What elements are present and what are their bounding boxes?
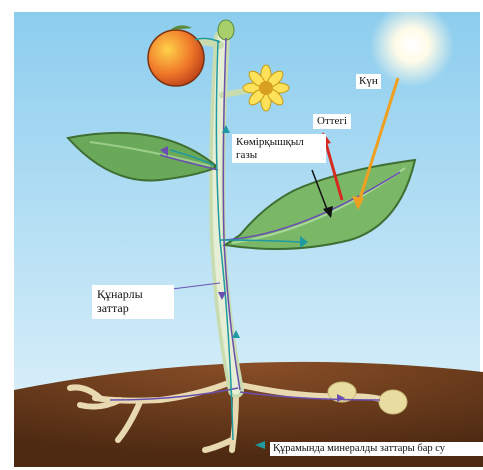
label-nutrients: Құнарлы заттар: [92, 285, 174, 319]
sun-icon: [370, 3, 454, 87]
label-carbon-dioxide: Көмірқышқыл газы: [232, 134, 326, 163]
root-nodule: [379, 390, 407, 414]
flower-bud: [218, 20, 234, 40]
label-water-minerals: Құрамында минералды заттары бар су: [270, 442, 483, 456]
label-oxygen: Оттегі: [313, 114, 351, 129]
fruit: [148, 30, 204, 86]
label-sun: Күн: [356, 74, 381, 89]
flower: [243, 65, 289, 111]
